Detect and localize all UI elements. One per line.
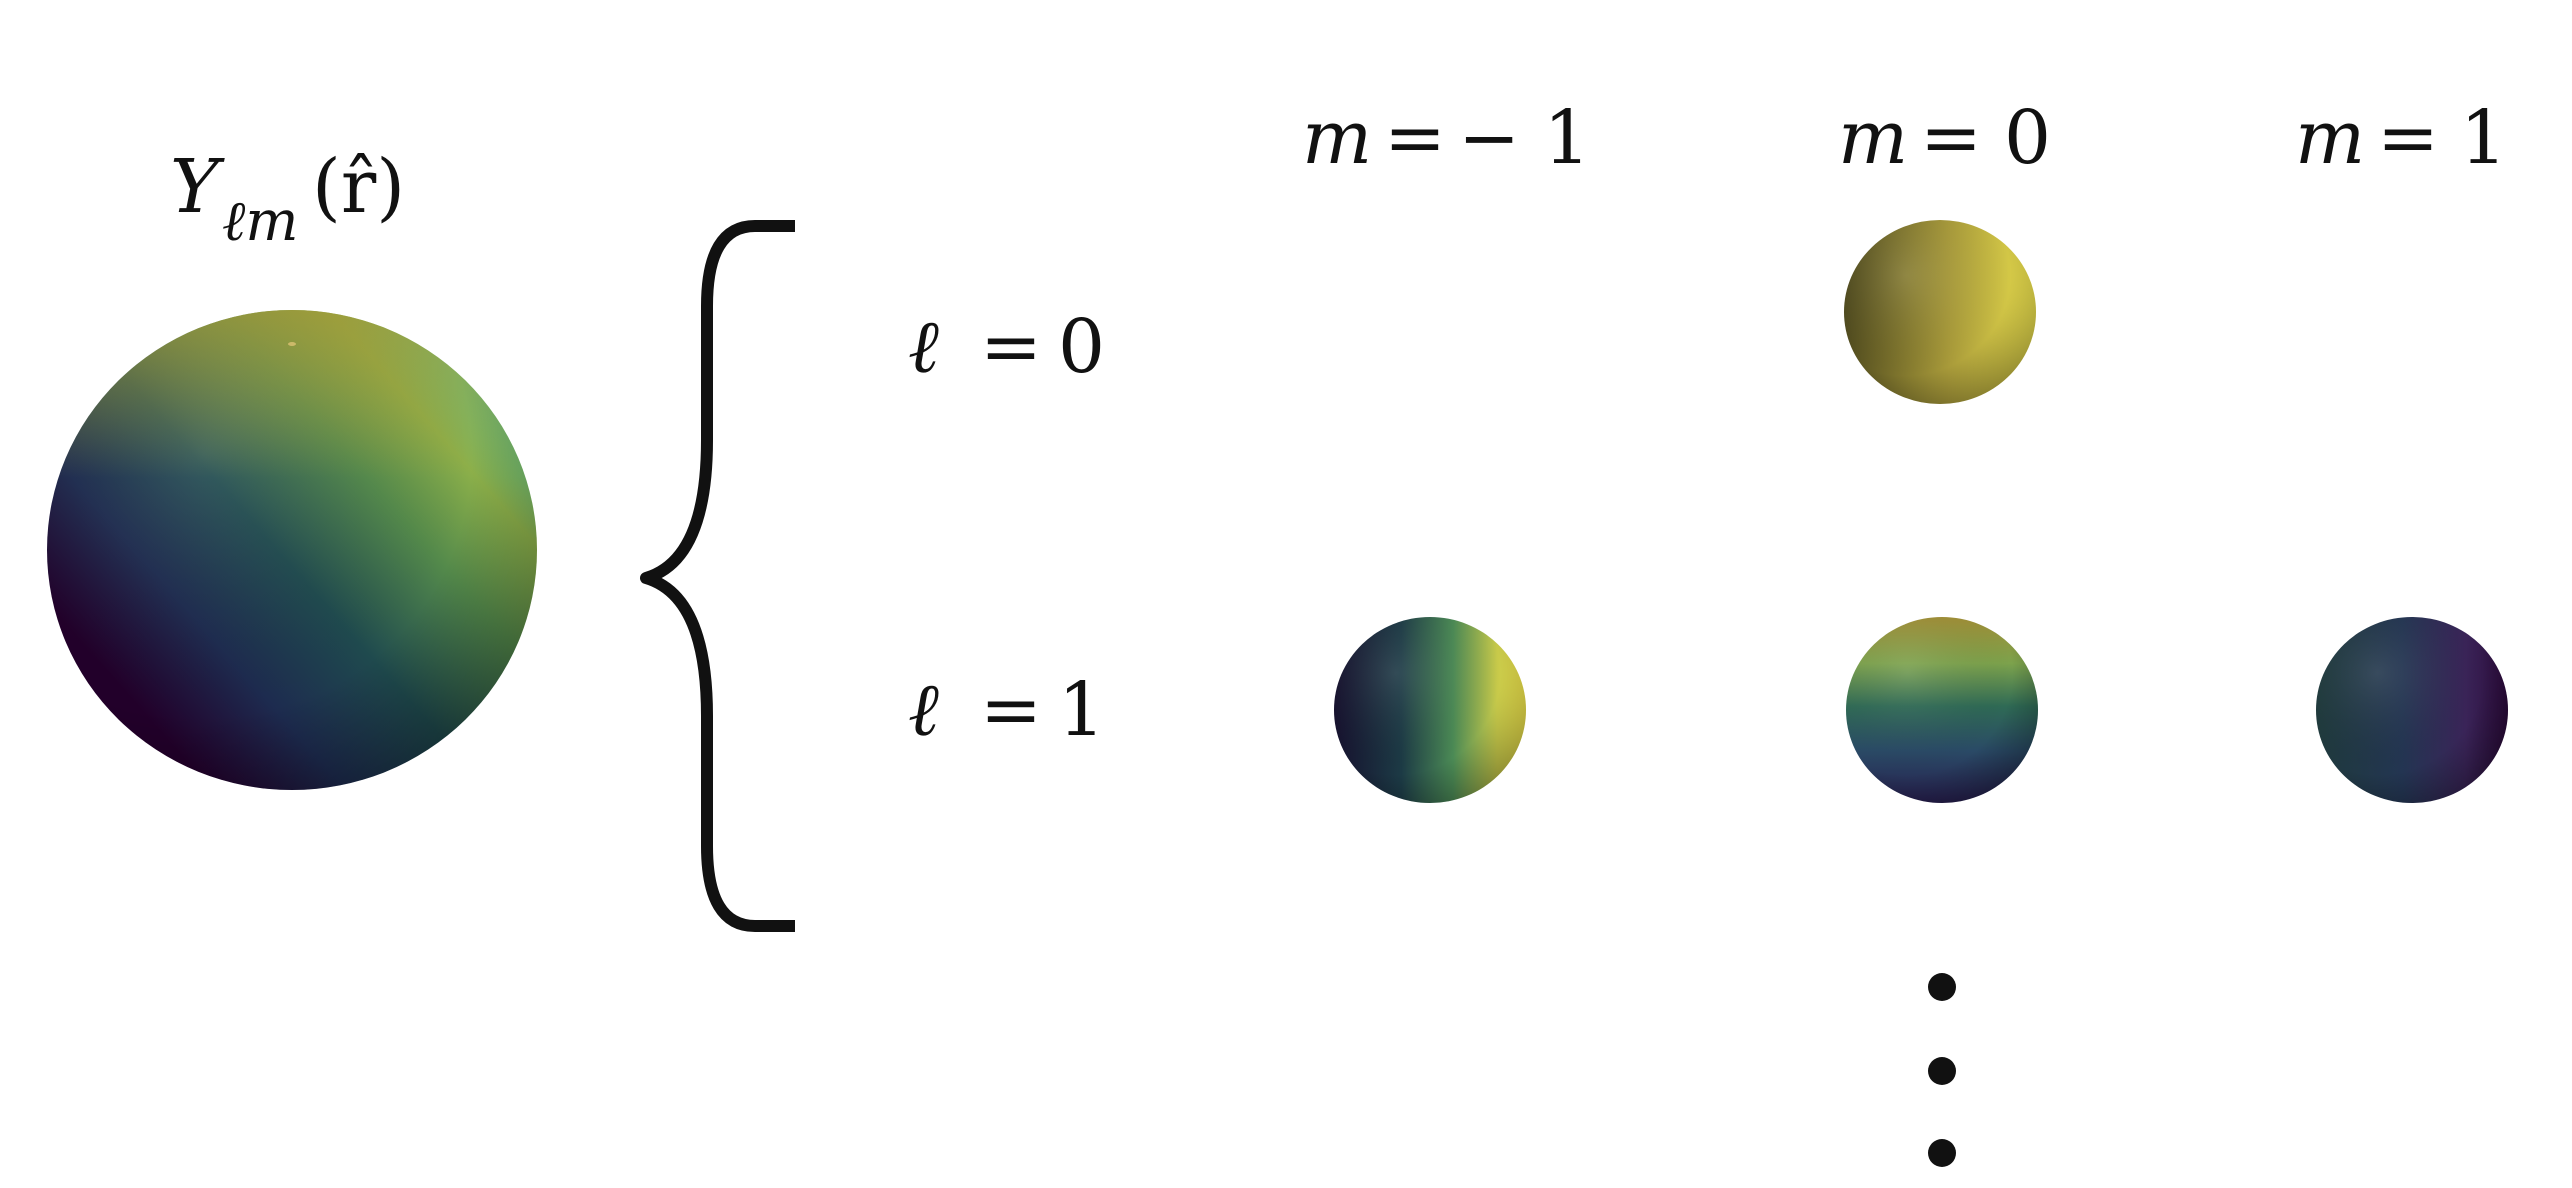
row-header-l-0: ℓ = 0	[908, 304, 1105, 390]
column-eq: =	[1920, 95, 1982, 181]
main-label-base: Y	[170, 144, 225, 230]
row-eq: =	[980, 304, 1042, 390]
sphere-l1-m1	[2316, 617, 2508, 803]
ellipsis-dot	[1928, 1139, 1956, 1167]
row-eq: =	[980, 667, 1042, 753]
column-eq: =	[2377, 95, 2439, 181]
vertical-ellipsis	[1928, 973, 1956, 1167]
main-label: Y ℓm (r̂)	[170, 144, 405, 254]
column-header-m-minus1: m = − 1	[1302, 95, 1591, 181]
column-eq: =	[1384, 95, 1446, 181]
ellipsis-dot	[1928, 1057, 1956, 1085]
sphere-l1-m-1	[1334, 617, 1526, 803]
row-value: 1	[1058, 667, 1105, 753]
sphere-l1-m0	[1846, 617, 2038, 803]
sphere-l0-m0	[1844, 220, 2036, 404]
column-var: m	[1302, 95, 1372, 181]
column-value: − 1	[1458, 95, 1591, 181]
column-header-m-0: m = 0	[1838, 95, 2051, 181]
row-value: 0	[1058, 304, 1105, 390]
column-var: m	[1838, 95, 1908, 181]
row-header-l-1: ℓ = 1	[908, 667, 1105, 753]
row-var: ℓ	[908, 667, 939, 753]
curly-brace	[640, 220, 795, 932]
main-sphere	[47, 310, 537, 790]
column-var: m	[2295, 95, 2365, 181]
main-label-argument: (r̂)	[312, 144, 405, 230]
ellipsis-dot	[1928, 973, 1956, 1001]
row-var: ℓ	[908, 304, 939, 390]
main-label-subscript: ℓm	[222, 189, 298, 254]
column-header-m-1: m = 1	[2295, 95, 2507, 181]
column-value: 1	[2460, 95, 2507, 181]
column-value: 0	[2004, 95, 2051, 181]
